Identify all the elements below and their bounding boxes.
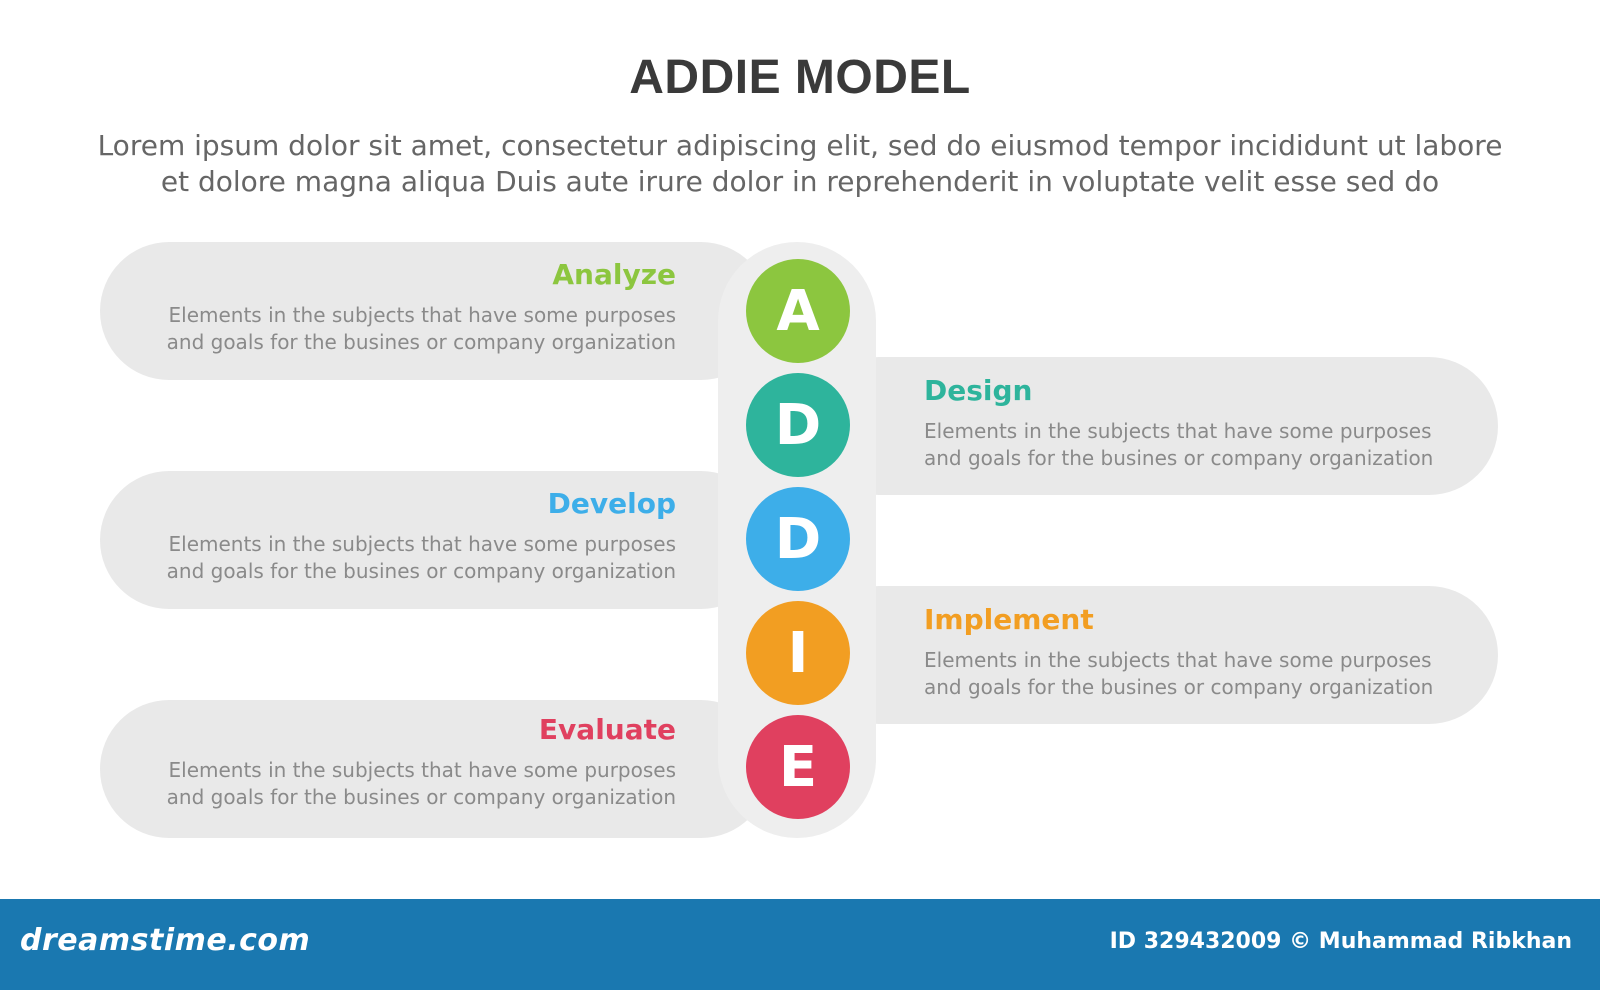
letter-circle-i: I bbox=[746, 601, 850, 705]
letter-circle-d2: D bbox=[746, 487, 850, 591]
subtitle-line-2: et dolore magna aliqua Duis aute irure d… bbox=[160, 165, 1440, 198]
step-card-design bbox=[810, 357, 1498, 495]
letter-circle-a: A bbox=[746, 259, 850, 363]
step-title-implement: Implement bbox=[924, 603, 1094, 636]
letter-a: A bbox=[776, 278, 820, 344]
letter-i: I bbox=[787, 620, 809, 686]
step-title-design: Design bbox=[924, 374, 1033, 407]
step-desc-line: Elements in the subjects that have some … bbox=[924, 648, 1432, 672]
step-card-implement bbox=[810, 586, 1498, 724]
step-desc-line: and goals for the busines or company org… bbox=[924, 446, 1434, 470]
step-desc-line: and goals for the busines or company org… bbox=[166, 785, 676, 809]
step-desc-analyze: Elements in the subjects that have some … bbox=[167, 302, 676, 356]
step-card-develop bbox=[100, 471, 770, 609]
step-desc-line: and goals for the busines or company org… bbox=[166, 330, 676, 354]
letter-d: D bbox=[774, 392, 822, 458]
step-desc-line: Elements in the subjects that have some … bbox=[168, 532, 677, 556]
letter-circle-e: E bbox=[746, 715, 850, 819]
letter-d2: D bbox=[774, 506, 822, 572]
step-desc-design: Elements in the subjects that have some … bbox=[924, 418, 1433, 472]
step-desc-line: and goals for the busines or company org… bbox=[924, 675, 1434, 699]
step-desc-implement: Elements in the subjects that have some … bbox=[924, 647, 1433, 701]
page-subtitle: Lorem ipsum dolor sit amet, consectetur … bbox=[60, 128, 1540, 200]
footer-brand[interactable]: dreamstime.com bbox=[20, 923, 311, 958]
step-desc-line: Elements in the subjects that have some … bbox=[168, 303, 677, 327]
step-desc-line: and goals for the busines or company org… bbox=[166, 559, 676, 583]
subtitle-line-1: Lorem ipsum dolor sit amet, consectetur … bbox=[97, 129, 1503, 162]
step-card-evaluate bbox=[100, 700, 770, 838]
step-desc-line: Elements in the subjects that have some … bbox=[168, 758, 677, 782]
page-title: ADDIE MODEL bbox=[629, 51, 971, 104]
letter-circle-d: D bbox=[746, 373, 850, 477]
letter-e: E bbox=[778, 734, 818, 800]
footer-bar: dreamstime.com ID 329432009 © Muhammad R… bbox=[0, 899, 1600, 990]
step-desc-develop: Elements in the subjects that have some … bbox=[167, 531, 676, 585]
step-desc-evaluate: Elements in the subjects that have some … bbox=[167, 757, 676, 811]
step-title-develop: Develop bbox=[547, 487, 676, 520]
step-desc-line: Elements in the subjects that have some … bbox=[924, 419, 1432, 443]
step-title-evaluate: Evaluate bbox=[538, 713, 676, 746]
step-title-analyze: Analyze bbox=[552, 258, 676, 291]
step-card-analyze bbox=[100, 242, 770, 380]
footer-credit: ID 329432009 © Muhammad Ribkhan bbox=[1109, 929, 1572, 954]
